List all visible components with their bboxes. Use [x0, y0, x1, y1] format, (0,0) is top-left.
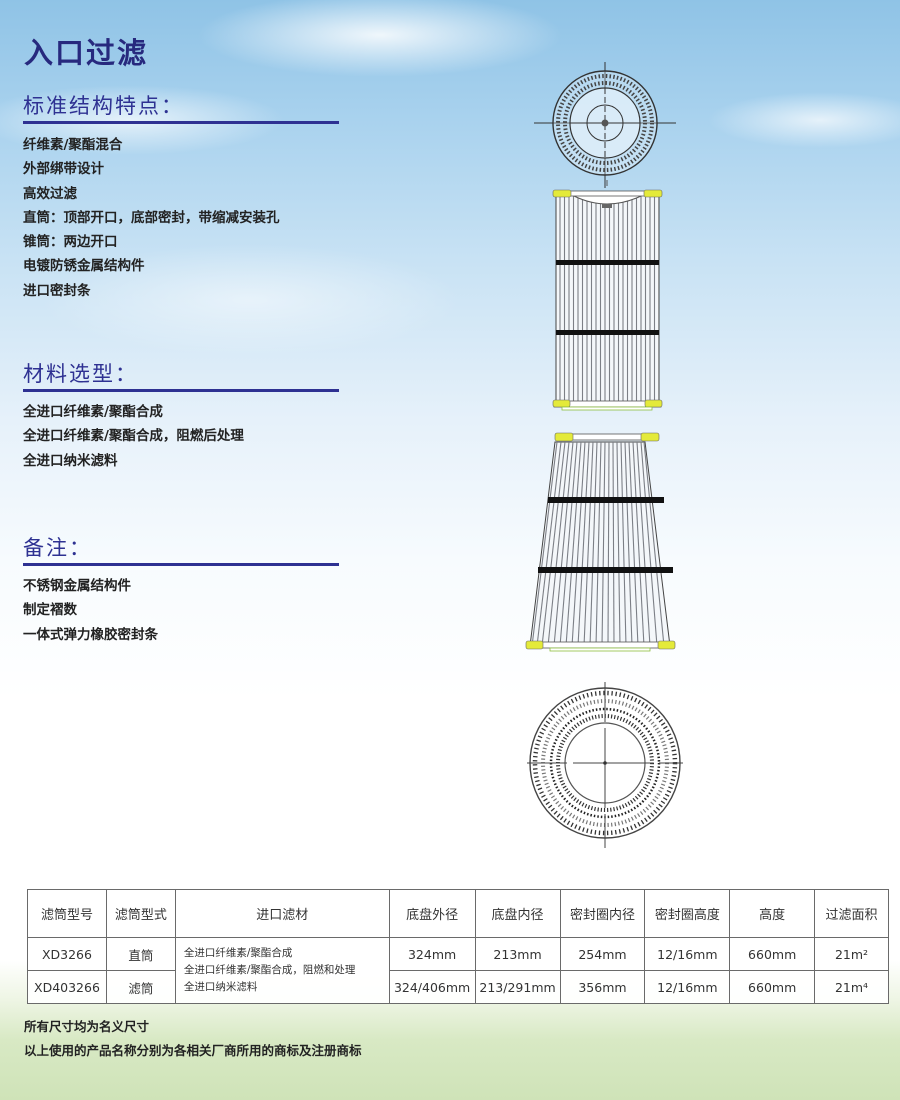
material-option: 全进口纤维素/聚酯合成，阻燃和处理: [183, 964, 356, 976]
material-item: 全进口纳米滤料: [23, 452, 118, 469]
header-outer-diameter: 底盘外径: [388, 889, 476, 938]
cell-filter-area: 21m⁴: [814, 970, 889, 1004]
feature-item: 纤维素/聚酯混合: [23, 137, 123, 153]
cell-inner-diameter: 213/291mm: [474, 970, 561, 1004]
materials-divider: [23, 389, 339, 392]
cell-model: XD403266: [27, 970, 107, 1004]
feature-item: 外部绑带设计: [23, 161, 104, 178]
header-inner-diameter: 底盘内径: [474, 889, 561, 938]
remark-item: 一体式弹力橡胶密封条: [23, 626, 158, 643]
material-item: 全进口纤维素/聚酯合成: [23, 404, 163, 420]
cell-seal-inner-diameter: 254mm: [559, 937, 646, 971]
straight-cartridge-side-view-drawing: [552, 180, 663, 411]
cell-type: 直筒: [105, 937, 176, 971]
cell-material-merged: 全进口纤维素/聚酯合成 全进口纤维素/聚酯合成，阻燃和处理 全进口纳米滤料: [174, 937, 390, 1004]
remarks-section-title: 备注：: [23, 536, 92, 560]
table-row: XD3266 直筒 全进口纤维素/聚酯合成 全进口纤维素/聚酯合成，阻燃和处理 …: [27, 937, 889, 1004]
footnotes: 所有尺寸均为名义尺寸 以上使用的产品名称分别为各相关厂商所用的商标及注册商标: [24, 1015, 362, 1063]
feature-item: 进口密封条: [23, 282, 91, 299]
cell-seal-height: 12/16mm: [644, 937, 731, 971]
feature-item: 直筒：顶部开口，底部密封，带缩减安装孔: [23, 209, 280, 226]
cell-model: XD3266: [27, 937, 107, 971]
cell-seal-height: 12/16mm: [644, 970, 731, 1004]
cell-inner-diameter: 213mm: [474, 937, 561, 971]
header-filter-area: 过滤面积: [814, 889, 889, 938]
cell-seal-inner-diameter: 356mm: [559, 970, 646, 1004]
header-material: 进口滤材: [174, 889, 390, 938]
footnote: 所有尺寸均为名义尺寸: [24, 1019, 150, 1034]
footnote: 以上使用的产品名称分别为各相关厂商所用的商标及注册商标: [24, 1043, 362, 1058]
header-height: 高度: [729, 889, 816, 938]
header-seal-inner-diameter: 密封圈内径: [559, 889, 646, 938]
conical-cartridge-bottom-view-drawing: [527, 682, 683, 848]
spec-table: 滤筒型号 滤筒型式 进口滤材 底盘外径 底盘内径 密封圈内径 密封圈高度 高度 …: [27, 889, 889, 1004]
remarks-list: 不锈钢金属结构件 制定褶数 一体式弹力橡胶密封条: [23, 574, 158, 647]
structure-feature-list: 纤维素/聚酯混合 外部绑带设计 高效过滤 直筒：顶部开口，底部密封，带缩减安装孔…: [23, 133, 280, 303]
cell-outer-diameter: 324mm: [388, 937, 476, 971]
materials-list: 全进口纤维素/聚酯合成 全进口纤维素/聚酯合成，阻燃后处理 全进口纳米滤料: [23, 400, 244, 473]
material-option: 全进口纤维素/聚酯合成: [183, 947, 293, 959]
header-model: 滤筒型号: [27, 889, 107, 938]
cell-filter-area: 21m²: [814, 937, 889, 971]
cell-outer-diameter: 324/406mm: [388, 970, 476, 1004]
structure-section-title: 标准结构特点：: [23, 94, 184, 118]
remark-item: 不锈钢金属结构件: [23, 578, 131, 594]
material-option: 全进口纳米滤料: [183, 981, 258, 993]
cell-height: 660mm: [729, 970, 816, 1004]
conical-cartridge-side-view-drawing: [525, 432, 676, 652]
structure-divider: [23, 121, 339, 124]
remark-item: 制定褶数: [23, 602, 77, 619]
straight-cartridge-top-view-drawing: [534, 62, 676, 188]
remarks-divider: [23, 563, 339, 566]
feature-item: 锥筒：两边开口: [23, 234, 118, 251]
header-type: 滤筒型式: [105, 889, 176, 938]
material-item: 全进口纤维素/聚酯合成，阻燃后处理: [23, 428, 244, 445]
feature-item: 电镀防锈金属结构件: [23, 258, 145, 275]
page-title: 入口过滤: [24, 36, 149, 70]
cell-type: 滤筒: [105, 970, 176, 1004]
header-seal-height: 密封圈高度: [644, 889, 731, 938]
materials-section-title: 材料选型：: [23, 362, 138, 386]
table-header-row: 滤筒型号 滤筒型式 进口滤材 底盘外径 底盘内径 密封圈内径 密封圈高度 高度 …: [27, 889, 889, 938]
cell-height: 660mm: [729, 937, 816, 971]
feature-item: 高效过滤: [23, 185, 77, 202]
table-row: XD403266 滤筒 324/406mm 213/291mm 356mm 12…: [27, 970, 889, 1004]
